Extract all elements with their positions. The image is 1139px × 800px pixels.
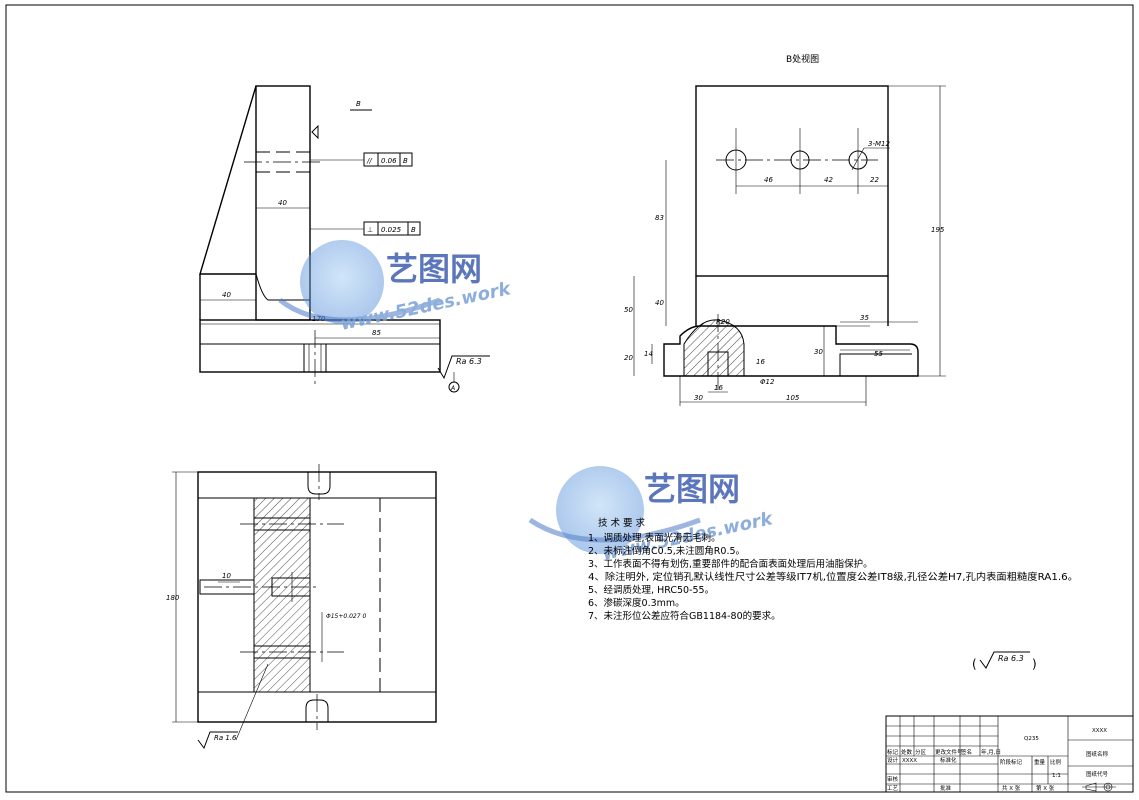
right-dim-55: 55	[874, 350, 883, 358]
top-section-hatch	[253, 497, 311, 693]
roughness-symbol	[437, 355, 490, 380]
tb-review-label: 审核	[887, 775, 899, 783]
tech-item-4: 4、除注明外, 定位销孔默认线性尺寸公差等级IT7机,位置度公差IT8级,孔径公…	[588, 571, 1078, 583]
fcf2-datum: B	[411, 226, 416, 234]
sheet-border	[5, 4, 1134, 793]
right-dim-83: 83	[655, 214, 664, 222]
right-dim-20: 20	[624, 354, 633, 362]
tb-row-label-1: 标记	[887, 748, 899, 756]
right-section-hatch	[683, 319, 745, 377]
watermark-brand: 艺图网	[386, 250, 482, 288]
tb-scale: 1:1	[1052, 773, 1061, 779]
top-view: 180 10 Φ15+0.027 0 Ra 1.6	[166, 464, 437, 750]
right-view: B处视图 3-M12 46 42 22 83 40	[624, 53, 946, 406]
tb-scale-label: 比例	[1050, 758, 1062, 766]
front-rib	[199, 85, 257, 275]
view-title: B处视图	[786, 53, 819, 65]
watermark-globe-icon-2	[556, 466, 644, 554]
datum-marker	[448, 381, 460, 393]
right-dim-46: 46	[764, 176, 773, 184]
tb-standardize-label: 标准化	[940, 756, 957, 764]
front-view: 40 40 170 85 B // 0.06 B ⊥ 0.025 B Ra 6.…	[199, 85, 490, 393]
front-base	[199, 319, 441, 373]
right-dim-phi12: Φ12	[760, 378, 775, 386]
tb-sheets-total: 共 X 张	[1002, 784, 1021, 792]
right-dim-14: 14	[644, 350, 653, 358]
tb-weight-label: 重量	[1034, 758, 1046, 766]
svg-text:): )	[1032, 657, 1037, 671]
right-dim-r20: R20	[716, 318, 730, 326]
right-dim-16a: 16	[756, 358, 765, 366]
tb-material: Q235	[1024, 736, 1039, 742]
right-dim-105: 105	[786, 394, 800, 402]
tb-designer: XXXX	[902, 758, 917, 764]
right-dim-30b: 30	[694, 394, 703, 402]
top-roughness-symbol	[197, 731, 238, 750]
hole-label: 3-M12	[868, 140, 890, 148]
tech-title: 技 术 要 求	[598, 517, 646, 529]
right-dim-195: 195	[931, 226, 945, 234]
top-roughness: Ra 1.6	[214, 734, 237, 742]
tb-row-label-6: 年,月,日	[981, 748, 1001, 756]
top-fit-label: Φ15+0.027 0	[326, 613, 366, 620]
tb-drawing-code: 图纸代号	[1086, 770, 1109, 778]
watermark-globe-icon	[300, 240, 384, 324]
right-plate	[695, 85, 889, 277]
fcf1-value: 0.06	[381, 157, 397, 165]
watermark-brand-2: 艺图网	[644, 470, 740, 508]
tb-row-label-5: 签名	[961, 748, 972, 756]
top-dim-180: 180	[166, 594, 180, 602]
projection-symbol-icon	[1082, 782, 1116, 792]
top-dim-10: 10	[222, 572, 231, 580]
tech-item-7: 7、未注形位公差应符合GB1184-80的要求。	[588, 610, 781, 622]
title-block: Q235 XXXX 图纸名称 图纸代号 标记 处数 分区 更改文件号 签名 年,…	[885, 715, 1134, 793]
right-dim-42: 42	[824, 176, 833, 184]
right-dim-35: 35	[860, 314, 869, 322]
right-dim-22: 22	[870, 176, 879, 184]
fcf2-value: 0.025	[381, 226, 402, 234]
tech-item-5: 5、经调质处理, HRC50-55。	[588, 584, 714, 596]
title-block-frame	[885, 715, 1134, 793]
section-label-b: B	[356, 100, 361, 108]
right-dim-50: 50	[624, 306, 633, 314]
front-roughness: Ra 6.3	[456, 357, 482, 366]
tb-sheet-no: 第 X 张	[1036, 784, 1055, 792]
tech-item-3: 3、工作表面不得有划伤,重要部件的配合面表面处理后用油脂保护。	[588, 558, 873, 570]
tb-company: XXXX	[1092, 728, 1107, 734]
fcf1-datum: B	[403, 157, 408, 165]
right-dim-16b: 16	[714, 384, 723, 392]
tb-row-label-2: 处数	[901, 748, 913, 756]
tb-row-label-4: 更改文件号	[935, 748, 963, 756]
general-roughness: ( Ra 6.3 )	[972, 651, 1037, 671]
perpendicularity-fcf	[363, 221, 421, 236]
parallelism-fcf	[363, 152, 413, 167]
svg-text:(: (	[972, 657, 977, 671]
front-dim-40-upper: 40	[278, 199, 287, 207]
fcf1-symbol: //	[366, 157, 372, 165]
tb-row-label-3: 分区	[915, 748, 927, 756]
general-roughness-value: Ra 6.3	[998, 654, 1024, 663]
tb-drawing-name: 图纸名称	[1086, 750, 1109, 758]
tech-item-6: 6、渗碳深度0.3mm。	[588, 597, 685, 609]
tech-item-2: 2、未标注倒角C0.5,未注圆角R0.5。	[588, 545, 745, 557]
datum-letter: A	[450, 385, 455, 392]
tb-approve-label: 批准	[940, 784, 952, 792]
tb-stage-label: 阶段标记	[1000, 758, 1023, 766]
tech-item-1: 1、调质处理,表面光滑无毛刺。	[588, 532, 721, 544]
tech-requirements: 技 术 要 求 1、调质处理,表面光滑无毛刺。 2、未标注倒角C0.5,未注圆角…	[588, 517, 1078, 622]
fcf2-symbol: ⊥	[367, 226, 373, 234]
tb-process-label: 工艺	[887, 785, 899, 792]
front-dim-40-lower: 40	[222, 291, 231, 299]
right-dim-30a: 30	[814, 348, 823, 356]
tb-design-label: 设计	[887, 756, 899, 764]
top-outline	[197, 471, 437, 723]
front-dim-85: 85	[372, 329, 381, 337]
right-dim-40: 40	[655, 299, 664, 307]
